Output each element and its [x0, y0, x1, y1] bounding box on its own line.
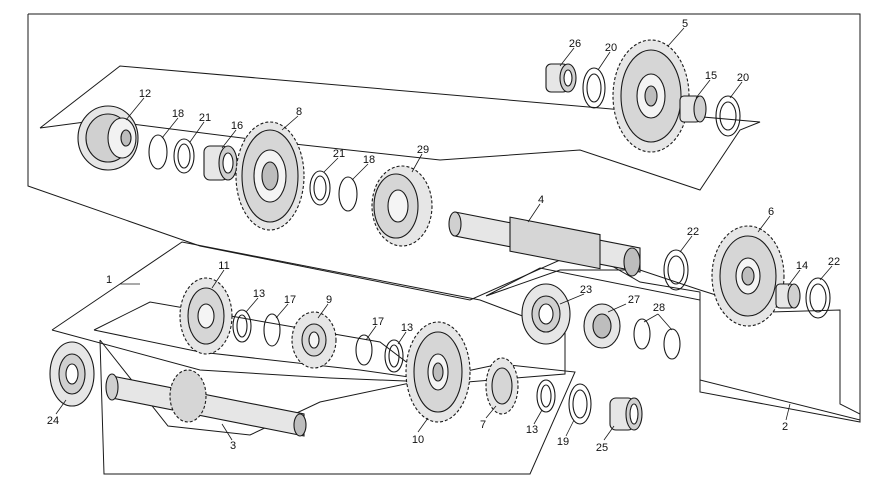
part-19-washer	[568, 383, 592, 425]
label-27: 27	[628, 294, 640, 306]
label-5: 5	[682, 18, 688, 30]
part-14-bush	[775, 283, 801, 309]
part-18-circlip	[148, 134, 168, 170]
part-17b-circlip	[355, 334, 373, 366]
label-7: 7	[480, 419, 486, 431]
part-labels: 1 2 3 4 5 6 7 8 9 10 11 12 13 13 13 14 1…	[47, 18, 840, 454]
label-25: 25	[596, 442, 608, 454]
part-16-needle-bearing	[203, 145, 238, 181]
part-6-gear	[711, 225, 785, 327]
label-22a: 22	[687, 226, 699, 238]
part-11-gear	[179, 277, 233, 355]
label-3: 3	[230, 440, 236, 452]
label-19: 19	[557, 436, 569, 448]
label-22b: 22	[828, 256, 840, 268]
part-17-circlip	[263, 313, 281, 347]
part-5-gear	[612, 39, 690, 153]
label-2: 2	[782, 421, 788, 433]
label-8: 8	[296, 106, 302, 118]
label-29: 29	[417, 144, 429, 156]
label-10: 10	[412, 434, 424, 446]
part-3-shaft	[105, 369, 307, 437]
label-1: 1	[106, 274, 112, 286]
frame-upper	[27, 13, 861, 421]
label-11: 11	[218, 260, 229, 272]
label-16: 16	[231, 120, 243, 132]
part-10-gear	[405, 321, 471, 423]
label-17b: 17	[372, 316, 384, 328]
part-12-gear	[77, 105, 139, 171]
parts	[49, 39, 831, 437]
label-13b: 13	[401, 322, 413, 334]
part-13-washer	[232, 309, 252, 343]
label-17a: 17	[284, 294, 296, 306]
part-23-ball-bearing	[521, 283, 571, 345]
label-12: 12	[139, 88, 151, 100]
label-21b: 21	[333, 148, 345, 160]
label-24: 24	[47, 415, 59, 427]
part-20b-washer	[715, 95, 741, 137]
label-13c: 13	[526, 424, 538, 436]
part-27-oil-seal	[583, 303, 621, 349]
part-4-shaft	[448, 211, 641, 277]
label-28: 28	[653, 302, 665, 314]
part-21-washer	[173, 138, 195, 174]
part-13b-washer	[384, 339, 404, 373]
part-22b-washer	[805, 277, 831, 319]
frame-group-1	[51, 241, 566, 384]
part-8-gear	[235, 121, 305, 231]
label-9: 9	[326, 294, 332, 306]
frame-group-1-inner	[93, 301, 432, 381]
part-15-bush	[679, 95, 707, 123]
part-24-ball-bearing	[49, 341, 95, 407]
part-26-bearing	[545, 63, 577, 93]
label-18a: 18	[172, 108, 184, 120]
part-9-gear	[291, 311, 337, 369]
part-20-washer	[582, 67, 606, 109]
part-25-needle-bearing	[609, 397, 643, 431]
part-7-gear	[485, 357, 519, 415]
part-13c-washer	[536, 379, 556, 413]
label-6: 6	[768, 206, 774, 218]
frame-upper-shaft-plane	[39, 65, 761, 191]
label-14: 14	[796, 260, 808, 272]
part-28-rings	[633, 318, 681, 360]
label-23: 23	[580, 284, 592, 296]
label-15: 15	[705, 70, 717, 82]
label-18b: 18	[363, 154, 375, 166]
label-21a: 21	[199, 112, 211, 124]
part-29-gear	[371, 165, 433, 247]
label-26: 26	[569, 38, 581, 50]
part-21b-washer	[309, 170, 331, 206]
leader-lines	[55, 27, 833, 441]
part-22-washer	[663, 249, 689, 291]
label-4: 4	[538, 194, 544, 206]
part-18b-circlip	[338, 176, 358, 212]
label-20a: 20	[605, 42, 617, 54]
label-13a: 13	[253, 288, 265, 300]
label-20b: 20	[737, 72, 749, 84]
